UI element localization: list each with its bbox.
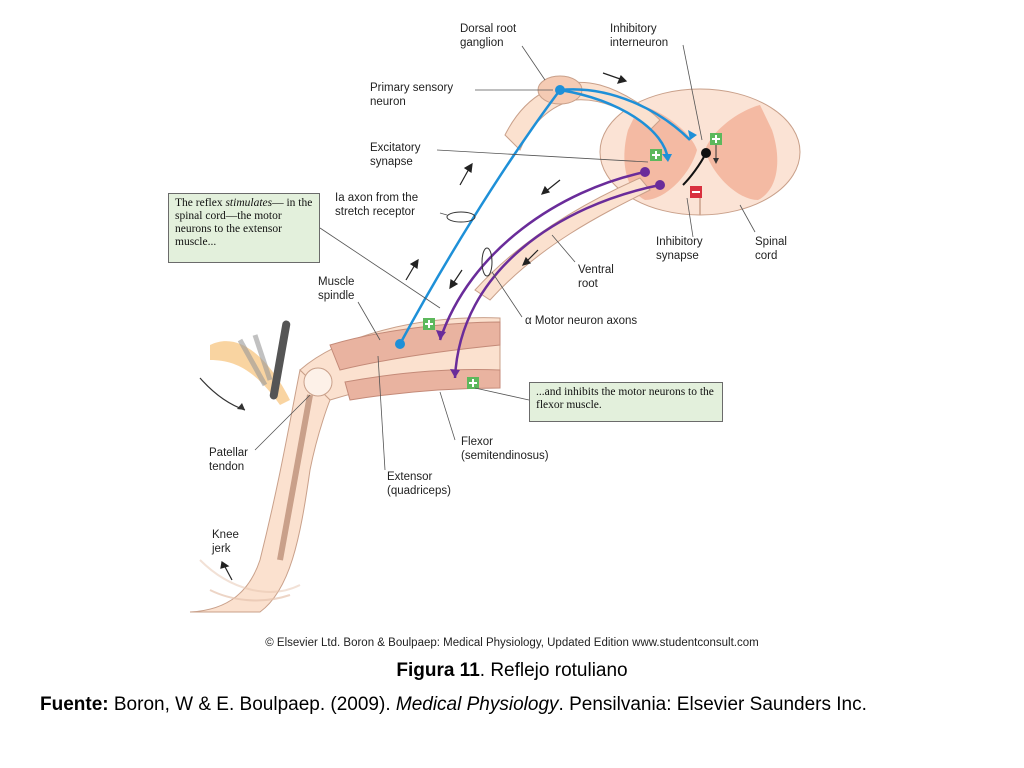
callout-inhibits: ...and inhibits the motor neurons to the… <box>529 382 723 422</box>
leg <box>189 317 501 613</box>
hammer-swing-arrow <box>199 377 246 411</box>
copyright-credit: © Elsevier Ltd. Boron & Boulpaep: Medica… <box>265 637 759 649</box>
figure-source: Fuente: Boron, W & E. Boulpaep. (2009). … <box>40 694 867 715</box>
label-alpha-motor-neuron-axons: α Motor neuron axons <box>525 315 637 327</box>
leader-lines <box>254 44 756 471</box>
callout-stimulates: The reflex stimulates— in the spinal cor… <box>168 193 320 263</box>
motor-axons-marker <box>481 247 493 277</box>
inhibitory-interneuron <box>682 145 719 186</box>
reflex-hammer-icon <box>210 320 291 405</box>
ia-axon-marker <box>446 211 476 223</box>
figure-caption: Figura 11. Reflejo rotuliano <box>396 660 628 681</box>
ventral-root <box>474 177 651 301</box>
label-flexor: Flexor(semitendinosus) <box>461 436 549 462</box>
alpha-motor-neurons <box>436 167 665 379</box>
inhibitory-synapse-icon <box>690 186 702 198</box>
direction-arrows <box>220 72 628 581</box>
excitatory-synapse-icon <box>423 133 722 389</box>
primary-sensory-neuron <box>395 85 697 349</box>
label-extensor: Extensor(quadriceps) <box>387 471 451 497</box>
